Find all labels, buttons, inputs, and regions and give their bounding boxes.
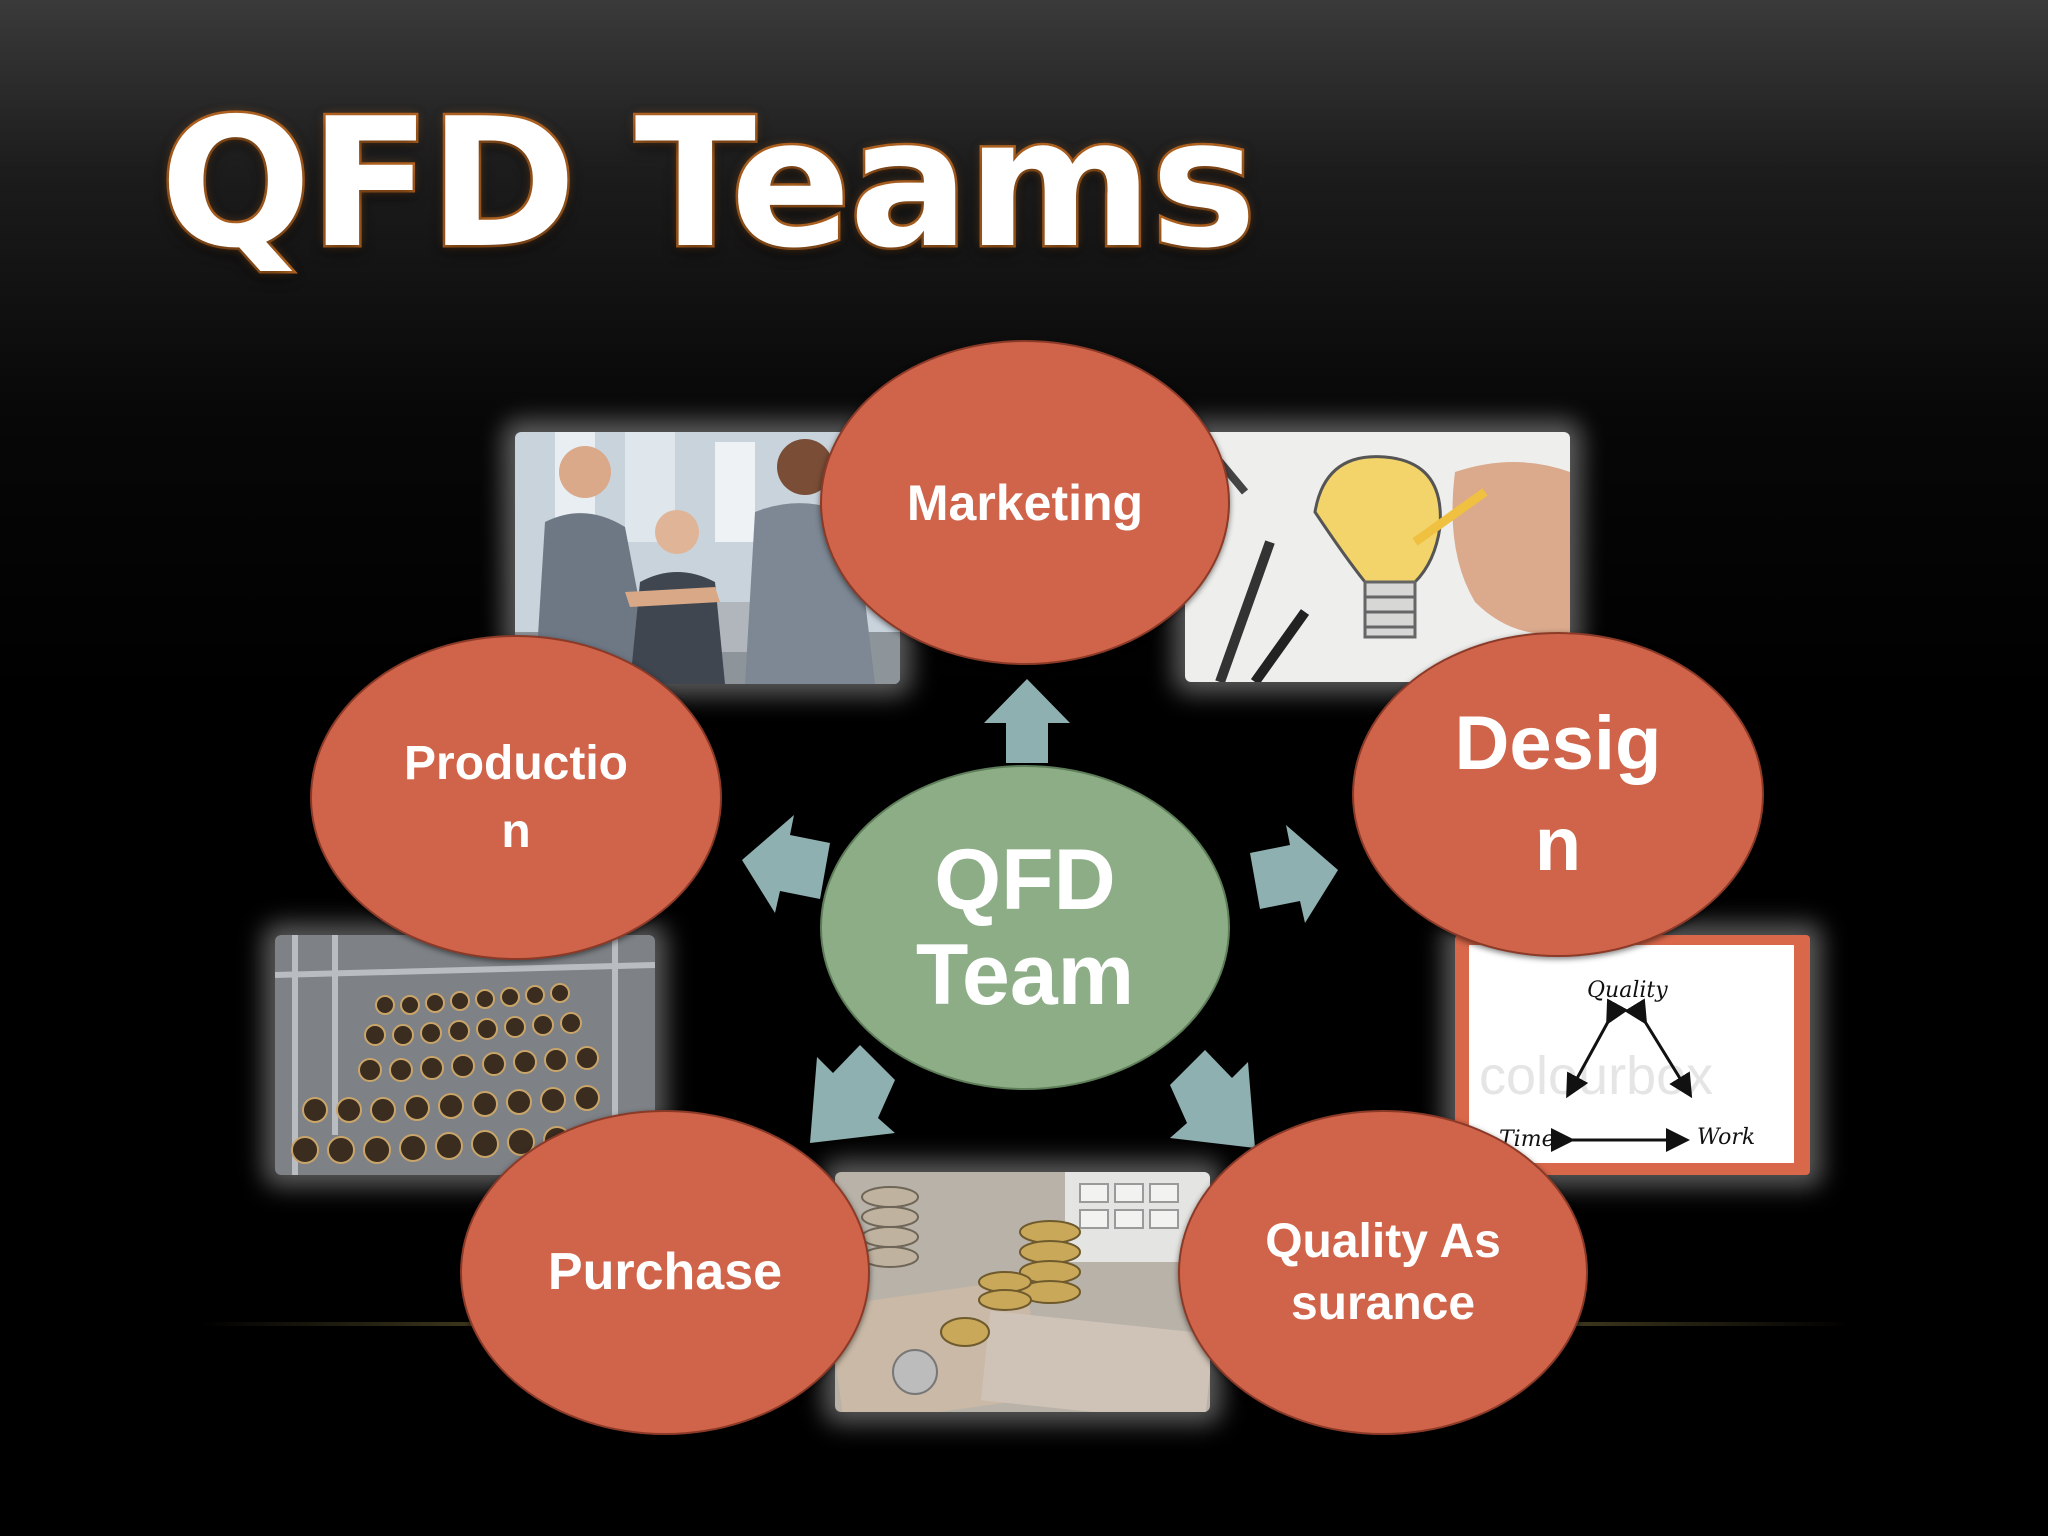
- center-node-qfd-team: QFD Team: [820, 765, 1230, 1090]
- node-design-label: Design: [1454, 701, 1662, 887]
- node-production: Production: [310, 635, 722, 960]
- quality-label: Quality: [1587, 978, 1668, 1003]
- coins-and-money-photo: [835, 1172, 1210, 1412]
- node-design: Design: [1352, 632, 1764, 957]
- arrow-to-design-icon: [1250, 825, 1338, 923]
- node-quality-assurance-label: Quality Assurance: [1265, 1215, 1501, 1330]
- slide-title: QFD Teams: [158, 80, 1260, 287]
- node-marketing: Marketing: [820, 340, 1230, 665]
- node-production-label: Production: [404, 737, 628, 858]
- center-node-label: QFD Team: [915, 831, 1135, 1023]
- work-label: Work: [1697, 1125, 1756, 1150]
- quality-time-work-triangle-image: colourbox Quality Time Work: [1455, 935, 1810, 1175]
- node-marketing-label: Marketing: [906, 474, 1144, 531]
- arrow-to-marketing-icon: [984, 679, 1070, 763]
- arrow-to-purchase-icon: [810, 1045, 895, 1143]
- node-quality-assurance: Quality Assurance: [1178, 1110, 1588, 1435]
- node-purchase: Purchase: [460, 1110, 870, 1435]
- triangle-card: colourbox Quality Time Work: [1469, 945, 1794, 1163]
- node-purchase-label: Purchase: [547, 1243, 783, 1302]
- arrow-to-quality-assurance-icon: [1170, 1050, 1255, 1148]
- arrow-to-production-icon: [742, 815, 830, 913]
